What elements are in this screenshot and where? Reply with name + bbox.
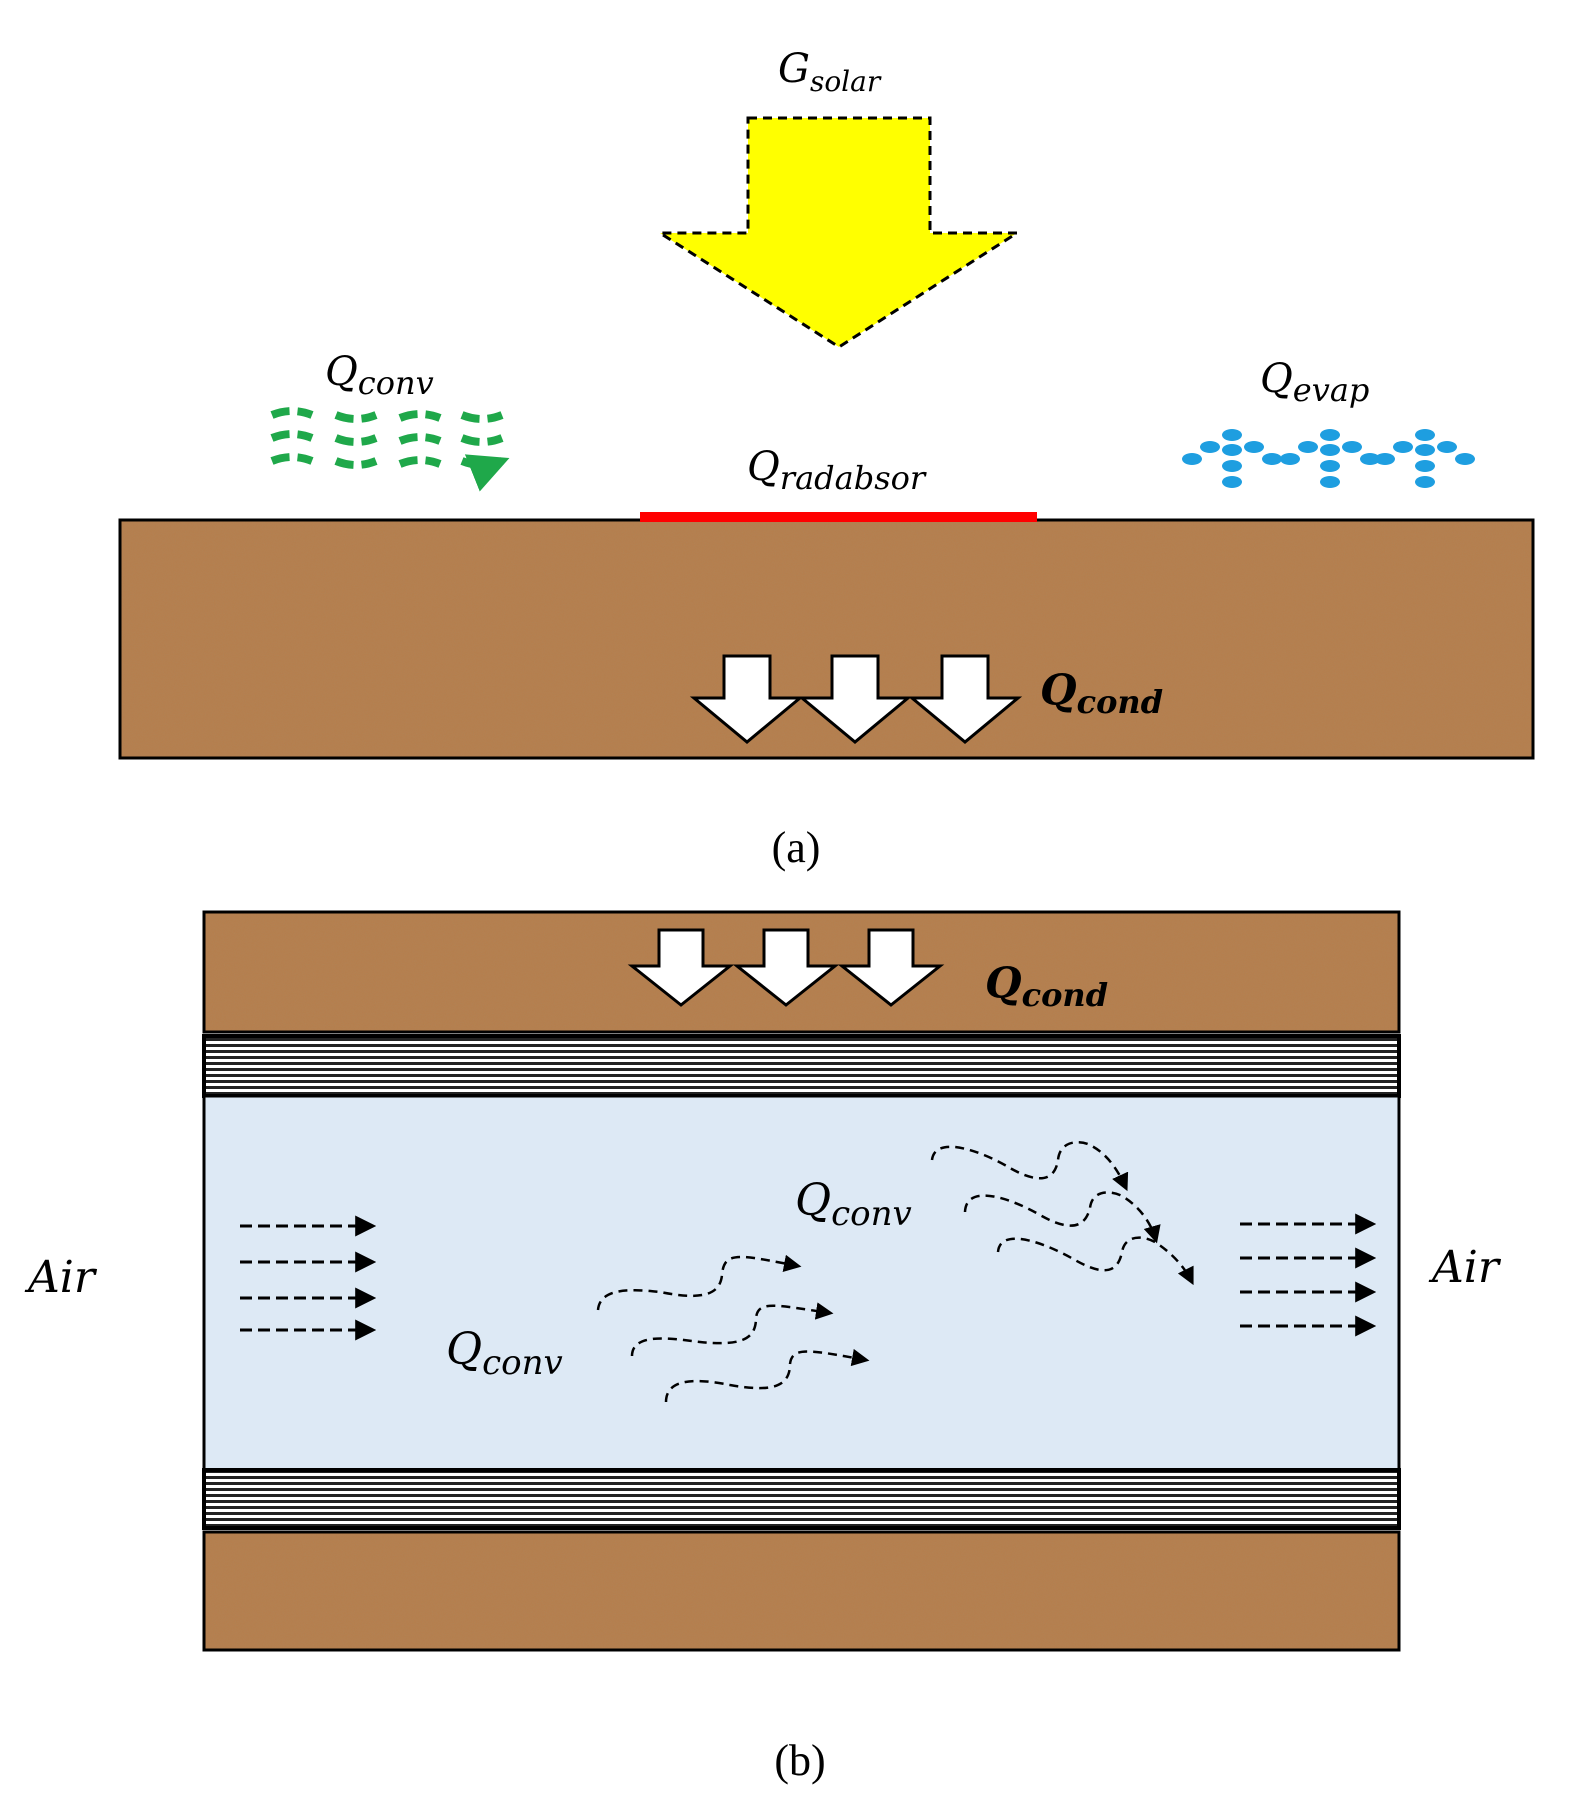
absorption-strip (640, 512, 1037, 522)
caption-a: (a) (772, 823, 821, 872)
solar-radiation-arrow (654, 116, 1023, 349)
q-radabsor-label: Qradabsor (747, 444, 927, 497)
inlet-air-arrows (240, 1215, 377, 1341)
conduction-arrows-a (689, 654, 1023, 744)
air-inlet-label: Air (24, 1252, 98, 1303)
q-conv-label-a: Qconv (325, 349, 434, 402)
q-conv-label-lower: Qconv (446, 1324, 563, 1383)
q-evap-label: Qevap (1260, 356, 1369, 409)
soil-block-a (120, 520, 1533, 758)
convection-icon (270, 407, 502, 465)
soil-layer-bottom (204, 1532, 1399, 1650)
conduction-arrows-b (627, 928, 945, 1007)
evaporation-icon (1182, 429, 1475, 488)
air-duct (202, 1094, 1401, 1472)
panel-b: Qcond Qconv Qconv Ai (24, 910, 1502, 1785)
convection-arrows-lower (596, 1254, 870, 1403)
g-solar-label: Gsolar (778, 46, 882, 98)
air-outlet-label: Air (1428, 1242, 1502, 1293)
outlet-air-arrows (1240, 1213, 1377, 1337)
q-cond-label-b: Qcond (985, 958, 1108, 1014)
pipe-wall-top (202, 1034, 1401, 1098)
q-cond-label-a: Qcond (1040, 665, 1163, 721)
q-conv-label-upper: Qconv (795, 1175, 912, 1234)
panel-a: Gsolar Qradabsor Qconv (118, 46, 1535, 872)
convection-arrows-upper (930, 1141, 1194, 1286)
pipe-wall-bottom (202, 1468, 1401, 1530)
caption-b: (b) (774, 1736, 825, 1785)
